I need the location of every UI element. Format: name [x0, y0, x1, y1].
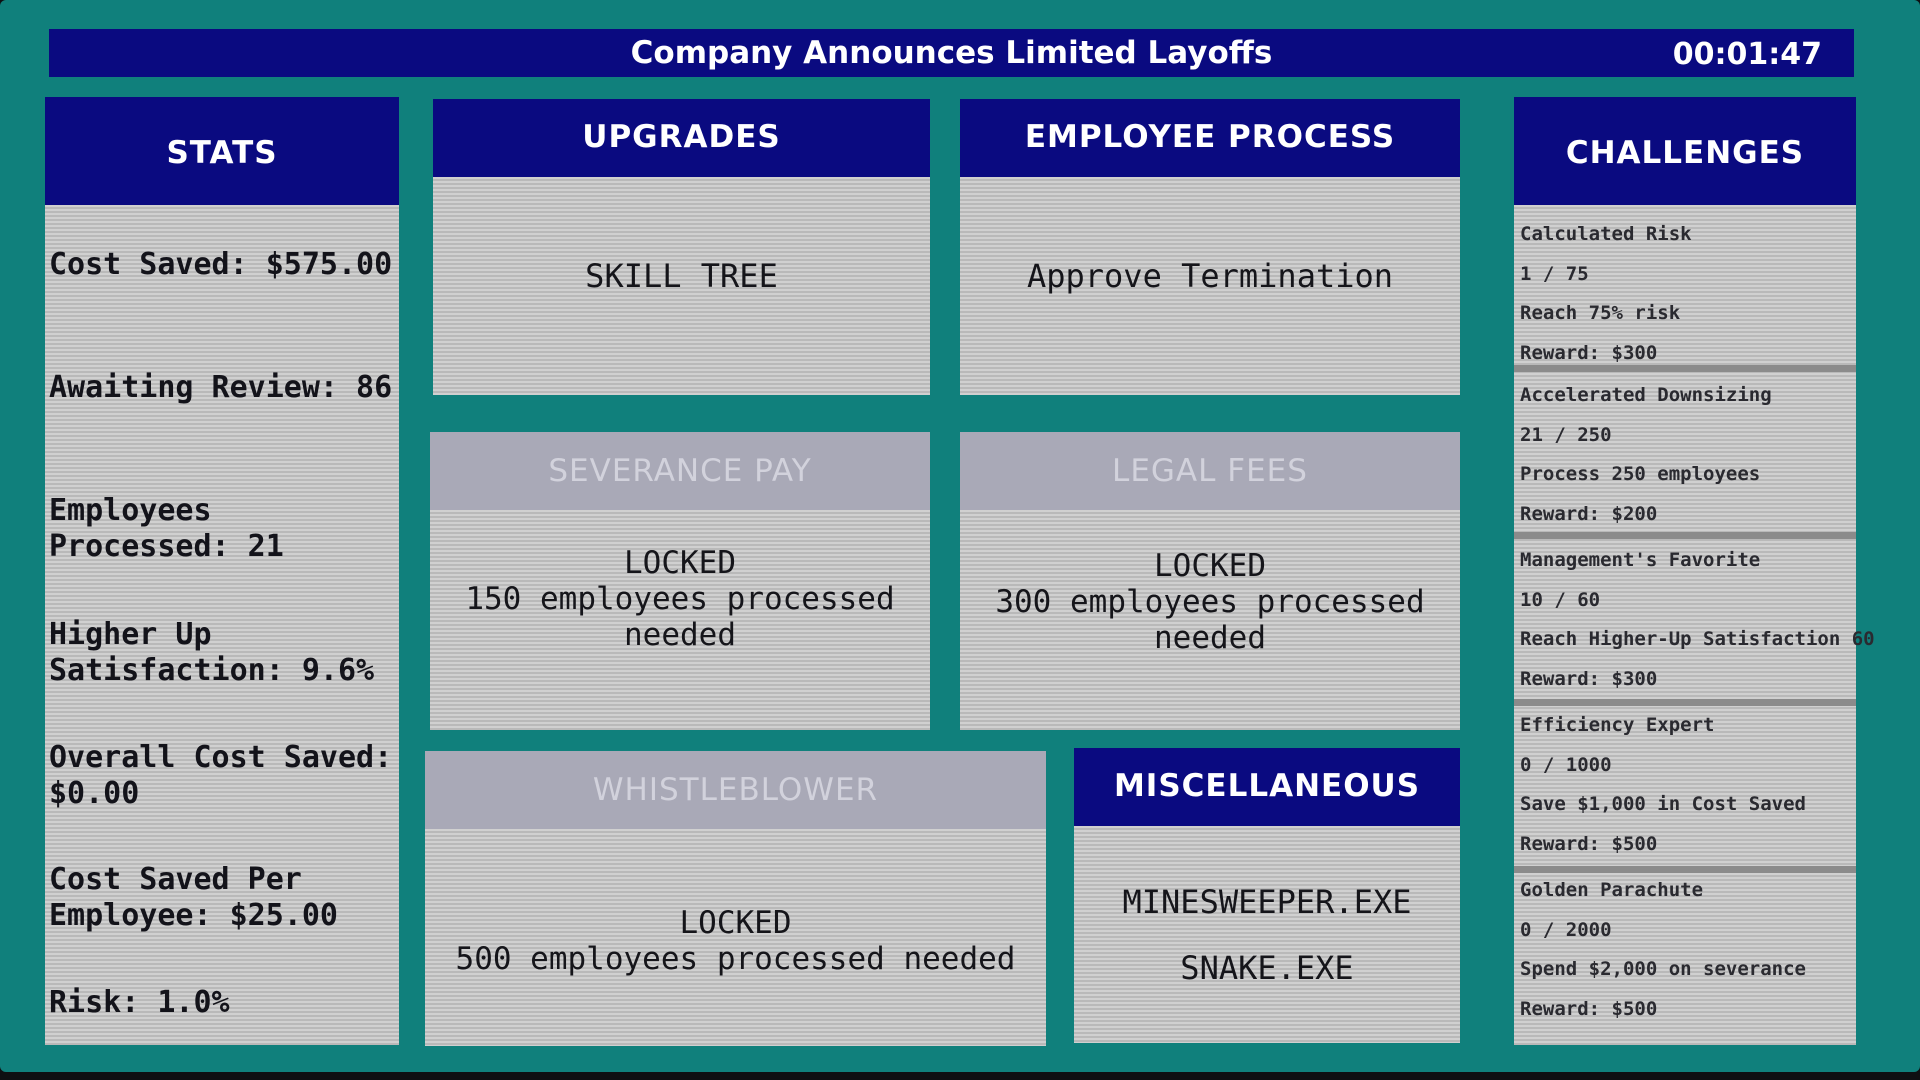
severance-pay-locked-label: LOCKED	[624, 545, 736, 581]
legal-fees-title: LEGAL FEES	[960, 432, 1460, 510]
employee-process-title: EMPLOYEE PROCESS	[960, 99, 1460, 177]
cost-per-employee-stat: Cost Saved Per Employee: $25.00	[49, 862, 395, 934]
challenge-item: Accelerated Downsizing 21 / 250 Process …	[1514, 372, 1856, 539]
employees-processed-value: Processed: 21	[49, 529, 284, 564]
miscellaneous-title: MISCELLANEOUS	[1074, 748, 1460, 826]
legal-fees-requirement-line1: 300 employees processed	[995, 584, 1425, 620]
challenge-name: Accelerated Downsizing	[1520, 384, 1772, 406]
legal-fees-locked: LOCKED 300 employees processed needed	[970, 548, 1450, 656]
challenge-item: Management's Favorite 10 / 60 Reach High…	[1514, 539, 1875, 706]
whistleblower-locked: LOCKED 500 employees processed needed	[435, 905, 1036, 977]
challenge-reward: Reward: $200	[1520, 503, 1658, 525]
awaiting-review-stat: Awaiting Review: 86	[49, 370, 393, 405]
miscellaneous-body: MINESWEEPER.EXE SNAKE.EXE	[1074, 826, 1460, 1043]
news-bar: Company Announces Limited Layoffs 00:01:…	[49, 29, 1854, 77]
game-timer: 00:01:47	[1672, 37, 1822, 72]
news-headline: Company Announces Limited Layoffs	[630, 35, 1273, 71]
challenges-title: CHALLENGES	[1514, 97, 1856, 205]
challenge-goal: Spend $2,000 on severance	[1520, 958, 1806, 980]
skill-tree-label: SKILL TREE	[585, 257, 778, 295]
challenges-list: Calculated Risk 1 / 75 Reach 75% risk Re…	[1514, 205, 1875, 1045]
legal-fees-requirement-line2: needed	[1154, 620, 1266, 656]
challenge-item: Golden Parachute 0 / 2000 Spend $2,000 o…	[1514, 873, 1856, 1033]
overall-cost-saved-stat: Overall Cost Saved: $0.00	[49, 740, 395, 812]
minesweeper-button[interactable]: MINESWEEPER.EXE	[1122, 883, 1412, 921]
upgrades-panel: UPGRADES SKILL TREE	[433, 99, 930, 395]
higher-up-satisfaction-value: Satisfaction: 9.6%	[49, 653, 375, 688]
legal-fees-panel: LEGAL FEES LOCKED 300 employees processe…	[960, 432, 1460, 730]
challenge-goal: Reach 75% risk	[1520, 302, 1681, 324]
whistleblower-locked-label: LOCKED	[679, 905, 792, 941]
legal-fees-locked-label: LOCKED	[1154, 548, 1266, 584]
challenge-name: Calculated Risk	[1520, 223, 1692, 245]
approve-termination-button[interactable]: Approve Termination	[960, 177, 1460, 395]
challenge-progress: 21 / 250	[1520, 424, 1612, 446]
severance-pay-requirement-line2: needed	[624, 617, 736, 653]
severance-pay-panel: SEVERANCE PAY LOCKED 150 employees proce…	[430, 432, 930, 730]
severance-pay-title: SEVERANCE PAY	[430, 432, 930, 510]
miscellaneous-panel: MISCELLANEOUS MINESWEEPER.EXE SNAKE.EXE	[1074, 748, 1460, 1043]
cost-per-employee-label: Cost Saved Per	[49, 862, 302, 897]
challenge-reward: Reward: $500	[1520, 998, 1658, 1020]
challenge-name: Management's Favorite	[1520, 549, 1761, 571]
challenge-progress: 0 / 1000	[1520, 754, 1612, 776]
higher-up-satisfaction-stat: Higher Up Satisfaction: 9.6%	[49, 617, 395, 689]
challenge-name: Efficiency Expert	[1520, 714, 1715, 736]
whistleblower-body: LOCKED 500 employees processed needed	[425, 829, 1046, 1046]
overall-cost-saved-value: $0.00	[49, 776, 140, 811]
approve-termination-label: Approve Termination	[1026, 257, 1394, 295]
challenge-goal: Reach Higher-Up Satisfaction 60	[1520, 628, 1875, 650]
risk-stat: Risk: 1.0%	[49, 985, 230, 1020]
cost-saved-stat: Cost Saved: $575.00	[49, 247, 393, 282]
cost-per-employee-value: Employee: $25.00	[49, 898, 338, 933]
whistleblower-panel: WHISTLEBLOWER LOCKED 500 employees proce…	[425, 751, 1046, 1046]
employees-processed-stat: Employees Processed: 21	[49, 493, 395, 565]
challenge-progress: 0 / 2000	[1520, 919, 1612, 941]
employee-process-panel: EMPLOYEE PROCESS Approve Termination	[960, 99, 1460, 395]
challenge-reward: Reward: $300	[1520, 668, 1658, 690]
skill-tree-button[interactable]: SKILL TREE	[433, 177, 930, 395]
snake-button[interactable]: SNAKE.EXE	[1180, 949, 1354, 987]
employees-processed-label: Employees	[49, 493, 212, 528]
challenge-item: Calculated Risk 1 / 75 Reach 75% risk Re…	[1514, 205, 1856, 372]
stats-body: Cost Saved: $575.00 Awaiting Review: 86 …	[45, 205, 399, 1045]
challenge-reward: Reward: $300	[1520, 342, 1658, 364]
stats-panel: STATS Cost Saved: $575.00 Awaiting Revie…	[45, 97, 399, 1045]
stats-title: STATS	[45, 97, 399, 205]
challenges-panel: CHALLENGES Calculated Risk 1 / 75 Reach …	[1514, 97, 1875, 1045]
severance-pay-requirement-line1: 150 employees processed	[465, 581, 895, 617]
whistleblower-title: WHISTLEBLOWER	[425, 751, 1046, 829]
challenge-goal: Save $1,000 in Cost Saved	[1520, 793, 1806, 815]
upgrades-title: UPGRADES	[433, 99, 930, 177]
challenge-progress: 10 / 60	[1520, 589, 1601, 611]
challenge-name: Golden Parachute	[1520, 879, 1704, 901]
challenge-item: Efficiency Expert 0 / 1000 Save $1,000 i…	[1514, 706, 1856, 873]
overall-cost-saved-label: Overall Cost Saved:	[49, 740, 393, 775]
whistleblower-requirement: 500 employees processed needed	[455, 941, 1016, 977]
challenge-goal: Process 250 employees	[1520, 463, 1761, 485]
challenge-reward: Reward: $500	[1520, 833, 1658, 855]
legal-fees-body: LOCKED 300 employees processed needed	[960, 510, 1460, 730]
higher-up-satisfaction-label: Higher Up	[49, 617, 212, 652]
severance-pay-locked: LOCKED 150 employees processed needed	[440, 545, 920, 653]
severance-pay-body: LOCKED 150 employees processed needed	[430, 510, 930, 730]
challenge-progress: 1 / 75	[1520, 263, 1589, 285]
